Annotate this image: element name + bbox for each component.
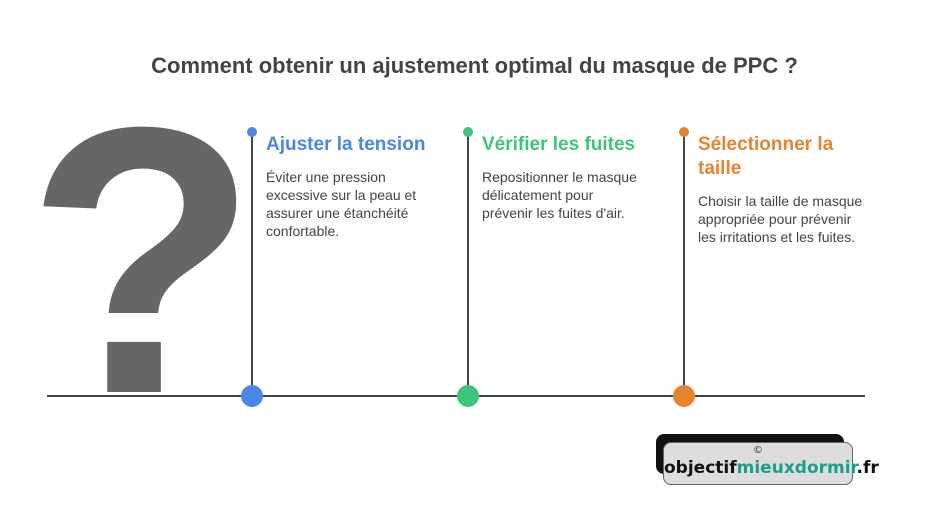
step-2-line — [467, 132, 469, 396]
step-2-marker — [457, 385, 479, 407]
logo-copyright: © — [753, 445, 763, 456]
svg-text:?: ? — [40, 70, 245, 410]
logo: © objectifmieuxdormir.fr — [663, 442, 879, 485]
logo-part-mieuxdormir: mieuxdormir — [736, 458, 857, 478]
step-3-line — [683, 132, 685, 396]
step-2-top-dot — [463, 127, 473, 137]
step-3-top-dot — [679, 127, 689, 137]
step-1-description: Éviter une pression excessive sur la pea… — [266, 169, 417, 239]
step-1-title: Ajuster la tension — [266, 134, 426, 155]
logo-part-objectif: objectif — [664, 458, 737, 478]
step-1-marker — [241, 385, 263, 407]
step-2-title: Vérifier les fuites — [482, 134, 636, 155]
page-title: Comment obtenir un ajustement optimal du… — [151, 53, 798, 78]
logo-suffix: .fr — [856, 458, 879, 478]
timeline-baseline — [47, 395, 865, 397]
step-1-line — [251, 132, 253, 396]
step-3-marker — [673, 385, 695, 407]
step-1-top-dot — [247, 127, 257, 137]
question-mark-icon: ? — [40, 70, 245, 410]
step-2-description: Repositionner le masque délicatement pou… — [482, 169, 637, 221]
step-3-title: Sélectionner la taille — [698, 134, 834, 179]
step-3-description: Choisir la taille de masque appropriée p… — [698, 193, 863, 245]
